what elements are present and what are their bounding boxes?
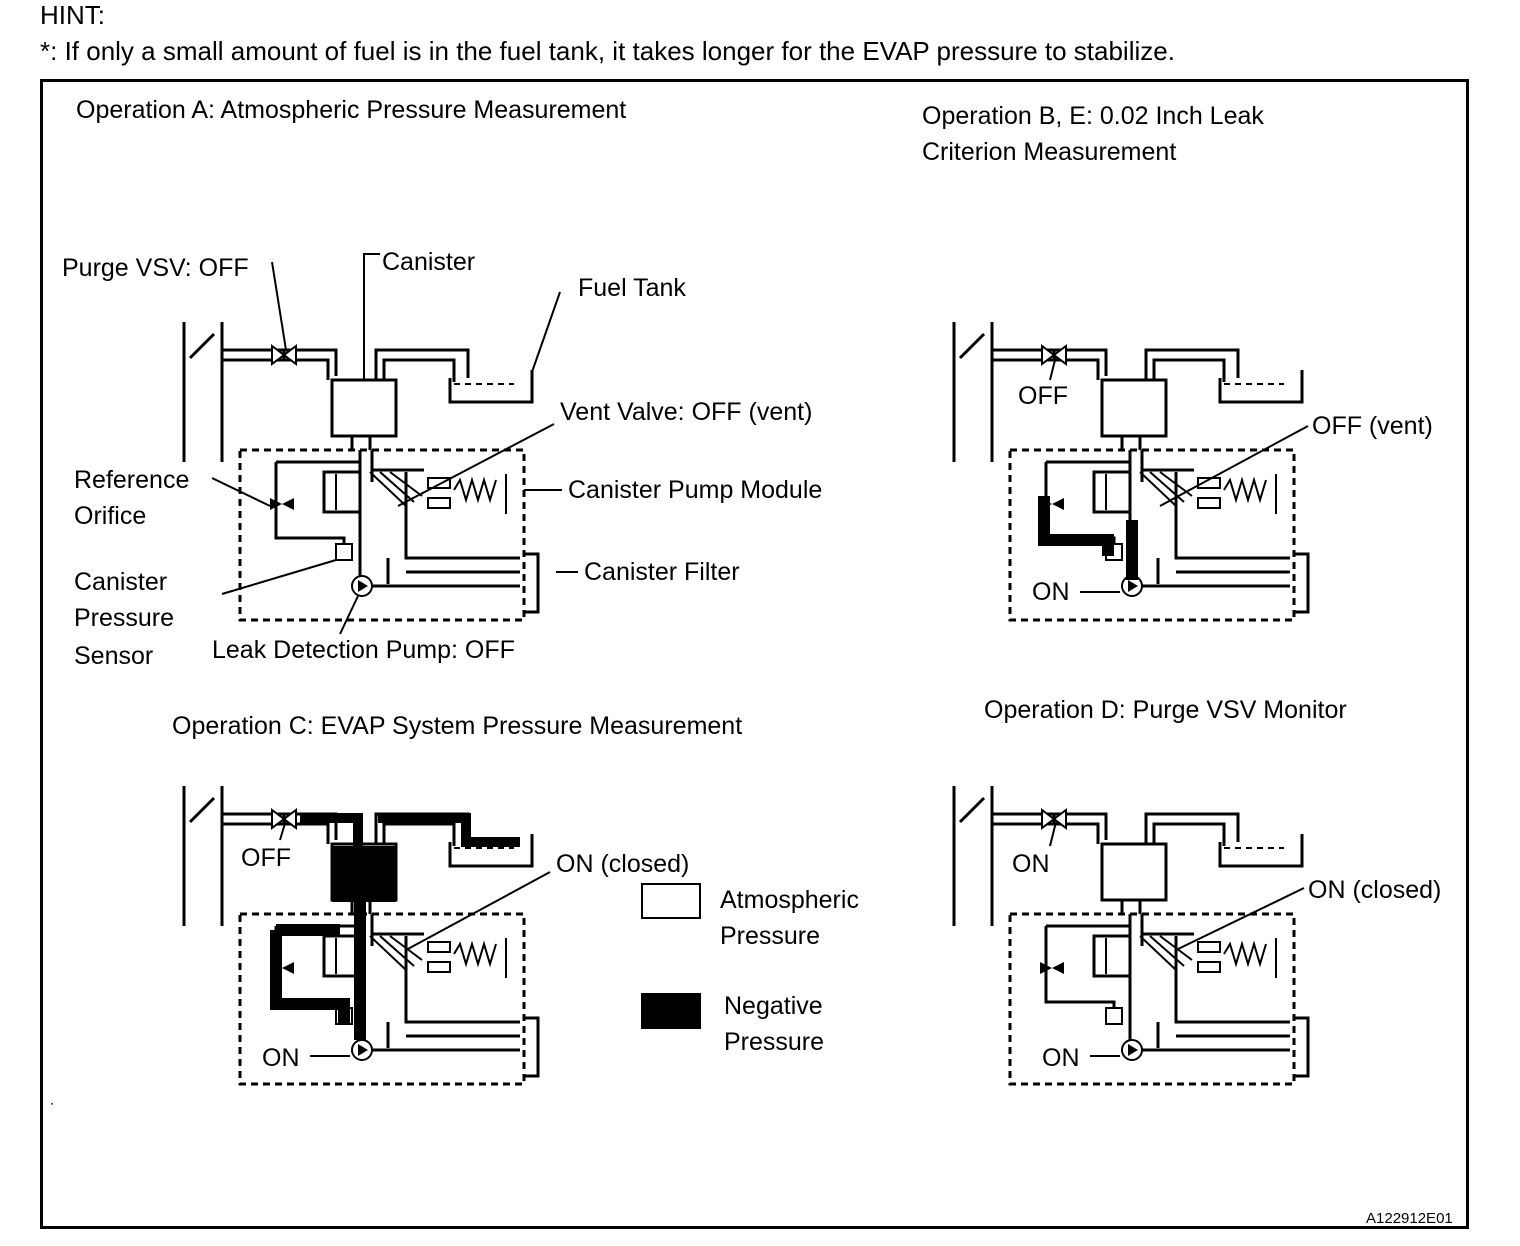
panel-a-title: Operation A: Atmospheric Pressure Measur… xyxy=(76,96,626,124)
legend-atmospheric-2: Pressure xyxy=(720,922,820,950)
pressure-sensor-label-2: Pressure xyxy=(74,604,174,632)
diagram-frame xyxy=(40,79,1469,1229)
canister-pump-module-label: Canister Pump Module xyxy=(568,476,822,504)
panel-c-purge-state: OFF xyxy=(241,844,291,872)
legend-negative-2: Pressure xyxy=(724,1028,824,1056)
panel-c-pump-state: ON xyxy=(262,1044,300,1072)
canister-label: Canister xyxy=(382,248,475,276)
panel-c-title: Operation C: EVAP System Pressure Measur… xyxy=(172,712,742,740)
stray-mark: ∙ xyxy=(50,1095,54,1112)
atmospheric-swatch xyxy=(641,883,701,919)
panel-a-schematic xyxy=(182,320,540,622)
legend-negative-1: Negative xyxy=(724,992,823,1020)
negative-swatch xyxy=(641,993,701,1029)
panel-b-purge-state: OFF xyxy=(1018,382,1068,410)
panel-b-title-2: Criterion Measurement xyxy=(922,138,1176,166)
panel-d-vent-state: ON (closed) xyxy=(1308,876,1441,904)
fuel-tank-label: Fuel Tank xyxy=(578,274,686,302)
leak-pump-label: Leak Detection Pump: OFF xyxy=(212,636,515,664)
legend-atmospheric-1: Atmospheric xyxy=(720,886,859,914)
panel-b-vent-state: OFF (vent) xyxy=(1312,412,1433,440)
figure-code: A122912E01 xyxy=(1366,1210,1453,1227)
vent-valve-label: Vent Valve: OFF (vent) xyxy=(560,398,812,426)
panel-d-schematic xyxy=(952,784,1310,1086)
panel-d-title: Operation D: Purge VSV Monitor xyxy=(984,696,1347,724)
reference-orifice-label-2: Orifice xyxy=(74,502,146,530)
panel-c-vent-state: ON (closed) xyxy=(556,850,689,878)
reference-orifice-label-1: Reference xyxy=(74,466,189,494)
panel-b-pump-state: ON xyxy=(1032,578,1070,606)
pressure-sensor-label-1: Canister xyxy=(74,568,167,596)
panel-d-pump-state: ON xyxy=(1042,1044,1080,1072)
canister-filter-label: Canister Filter xyxy=(584,558,740,586)
hint-text: *: If only a small amount of fuel is in … xyxy=(40,36,1175,66)
purge-vsv-label: Purge VSV: OFF xyxy=(62,254,249,282)
panel-d-purge-state: ON xyxy=(1012,850,1050,878)
hint-title: HINT: xyxy=(40,0,105,30)
pressure-sensor-label-3: Sensor xyxy=(74,642,153,670)
panel-b-title-1: Operation B, E: 0.02 Inch Leak xyxy=(922,102,1264,130)
